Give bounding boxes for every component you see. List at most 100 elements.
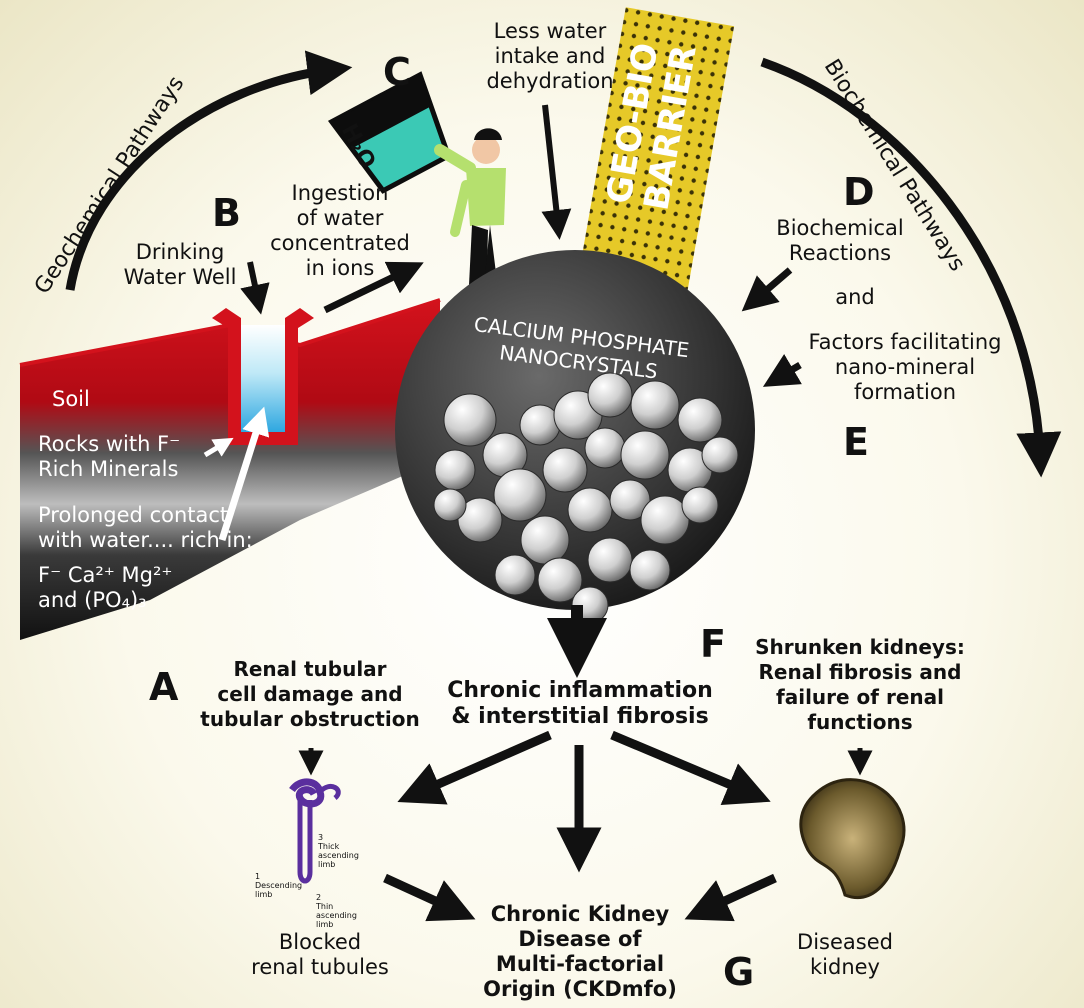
rocks-line-1: Rocks with F⁻ (38, 432, 181, 456)
arrow-factors (762, 354, 802, 387)
shrunken-line-2: Renal fibrosis and (758, 660, 962, 684)
shrunken-kidneys-text: Shrunken kidneys: Renal fibrosis and fai… (740, 635, 980, 735)
prolonged-line-2: with water.... rich in: (38, 528, 253, 552)
arrow-to-tubule (397, 730, 552, 805)
renal-tubule-illustration (289, 778, 341, 884)
letter-g: G (723, 950, 755, 994)
ions-line-2: and (PO₄)₃ (38, 588, 147, 612)
nanocrystal-sphere (493, 468, 547, 522)
nanocrystal-sphere (609, 479, 651, 521)
bio-reactions-text: Biochemical Reactions (760, 216, 920, 266)
tubule-num-2: 2 (316, 893, 322, 902)
chronic-line-1: Chronic inflammation (447, 678, 713, 703)
nanocrystal-sphere (587, 372, 633, 418)
geo-bio-barrier (578, 7, 735, 293)
less-water-line-1: Less water (493, 19, 607, 43)
arrow-bio-reactions (741, 267, 793, 312)
renal-damage-text: Renal tubular cell damage and tubular ob… (180, 657, 440, 732)
ingestion-line-1: Ingestion (291, 181, 389, 205)
nanocrystal-sphere (434, 449, 476, 491)
rocks-line-2: Rich Minerals (38, 457, 179, 481)
arrow-ingestion (323, 261, 424, 314)
renal-line-2: cell damage and (217, 682, 403, 706)
nanocrystal-sphere (584, 427, 626, 469)
shrunken-line-4: functions (807, 710, 913, 734)
tubule-l3b: ascending (318, 851, 359, 860)
factors-line-1: Factors facilitating (808, 330, 1002, 354)
diseased-kidney-image (799, 778, 906, 900)
less-water-line-3: dehydration (486, 69, 614, 93)
shrunken-line-1: Shrunken kidneys: (755, 635, 965, 659)
arrow-rocks (203, 437, 234, 458)
ingestion-text: Ingestion of water concentrated in ions (270, 181, 410, 281)
prolonged-text: Prolonged contact with water.... rich in… (38, 503, 253, 553)
nanocrystal-circle (395, 250, 755, 624)
tubule-l1b: limb (255, 890, 273, 899)
drinking-line-1: Drinking (135, 240, 225, 264)
ingestion-line-4: in ions (305, 256, 375, 280)
less-water-text: Less water intake and dehydration (470, 19, 630, 94)
nanocrystal-sphere (701, 436, 739, 474)
bio-reactions-line-1: Biochemical (776, 216, 904, 240)
arrow-to-kidney (610, 730, 771, 806)
diseased-line-2: kidney (810, 955, 880, 979)
prolonged-line-1: Prolonged contact (38, 503, 229, 527)
ckd-line-4: Origin (CKDmfo) (483, 977, 677, 1001)
geochemical-arc-arrow (65, 50, 353, 291)
blocked-line-1: Blocked (278, 930, 362, 954)
chronic-line-2: & interstitial fibrosis (451, 704, 709, 729)
nanocrystal-balls (433, 372, 739, 624)
nanocrystal-sphere (640, 495, 690, 545)
tubule-l2c: limb (316, 920, 334, 929)
arrow-well-down (240, 261, 270, 315)
ckd-line-2: Disease of (518, 927, 642, 951)
nanocrystal-sphere (587, 537, 633, 583)
letter-b: B (212, 191, 241, 235)
drinking-well-text: Drinking Water Well (110, 240, 250, 290)
chronic-inflammation-text: Chronic inflammation & interstitial fibr… (435, 678, 725, 730)
arrow-tubule-to-ckd (383, 873, 476, 922)
tubule-l2b: ascending (316, 911, 357, 920)
tubule-label-1: 1 Descending limb (255, 872, 302, 899)
tubule-l1: Descending (255, 881, 303, 890)
shrunken-line-3: failure of renal (776, 685, 944, 709)
ingestion-line-2: of water (296, 206, 384, 230)
diseased-kidney-text: Diseased kidney (780, 930, 910, 980)
and-text: and (835, 285, 875, 309)
blocked-tubules-text: Blocked renal tubules (240, 930, 400, 980)
tubule-num-1: 1 (255, 872, 261, 881)
nanocrystal-sphere (443, 393, 497, 447)
arrow-less-water-down (541, 104, 572, 240)
letter-e: E (843, 420, 869, 464)
letter-c: C (383, 50, 411, 94)
renal-line-1: Renal tubular (233, 657, 387, 681)
factors-text: Factors facilitating nano-mineral format… (790, 330, 1020, 405)
renal-line-3: tubular obstruction (200, 707, 420, 731)
drinking-line-2: Water Well (123, 265, 237, 289)
less-water-line-2: intake and (494, 44, 606, 68)
flow-arrows (203, 104, 873, 922)
letter-a: A (149, 665, 179, 709)
nanocrystal-sphere (677, 397, 723, 443)
letter-d: D (843, 170, 875, 214)
tubule-l3: Thick (318, 842, 340, 851)
nanocrystal-sphere (520, 515, 570, 565)
arrow-prolonged-up (218, 406, 270, 542)
ions-text: F⁻ Ca²⁺ Mg²⁺ and (PO₄)₃ (38, 563, 173, 613)
nanocrystal-sphere (567, 487, 613, 533)
blocked-line-2: renal tubules (251, 955, 389, 979)
tubule-l2: Thin (316, 902, 334, 911)
nanocrystal-sphere (494, 554, 536, 596)
biochemical-arc-arrow (760, 57, 1062, 478)
bio-reactions-line-2: Reactions (788, 241, 892, 265)
ckd-line-1: Chronic Kidney (490, 902, 670, 926)
tubule-l3c: limb (318, 860, 336, 869)
nanocrystal-sphere (620, 430, 670, 480)
diseased-line-1: Diseased (797, 930, 893, 954)
arrow-kidney-to-ckd (684, 873, 777, 922)
nanocrystal-sphere (537, 557, 583, 603)
nanocrystal-sphere (681, 486, 719, 524)
ingestion-line-3: concentrated (270, 231, 410, 255)
